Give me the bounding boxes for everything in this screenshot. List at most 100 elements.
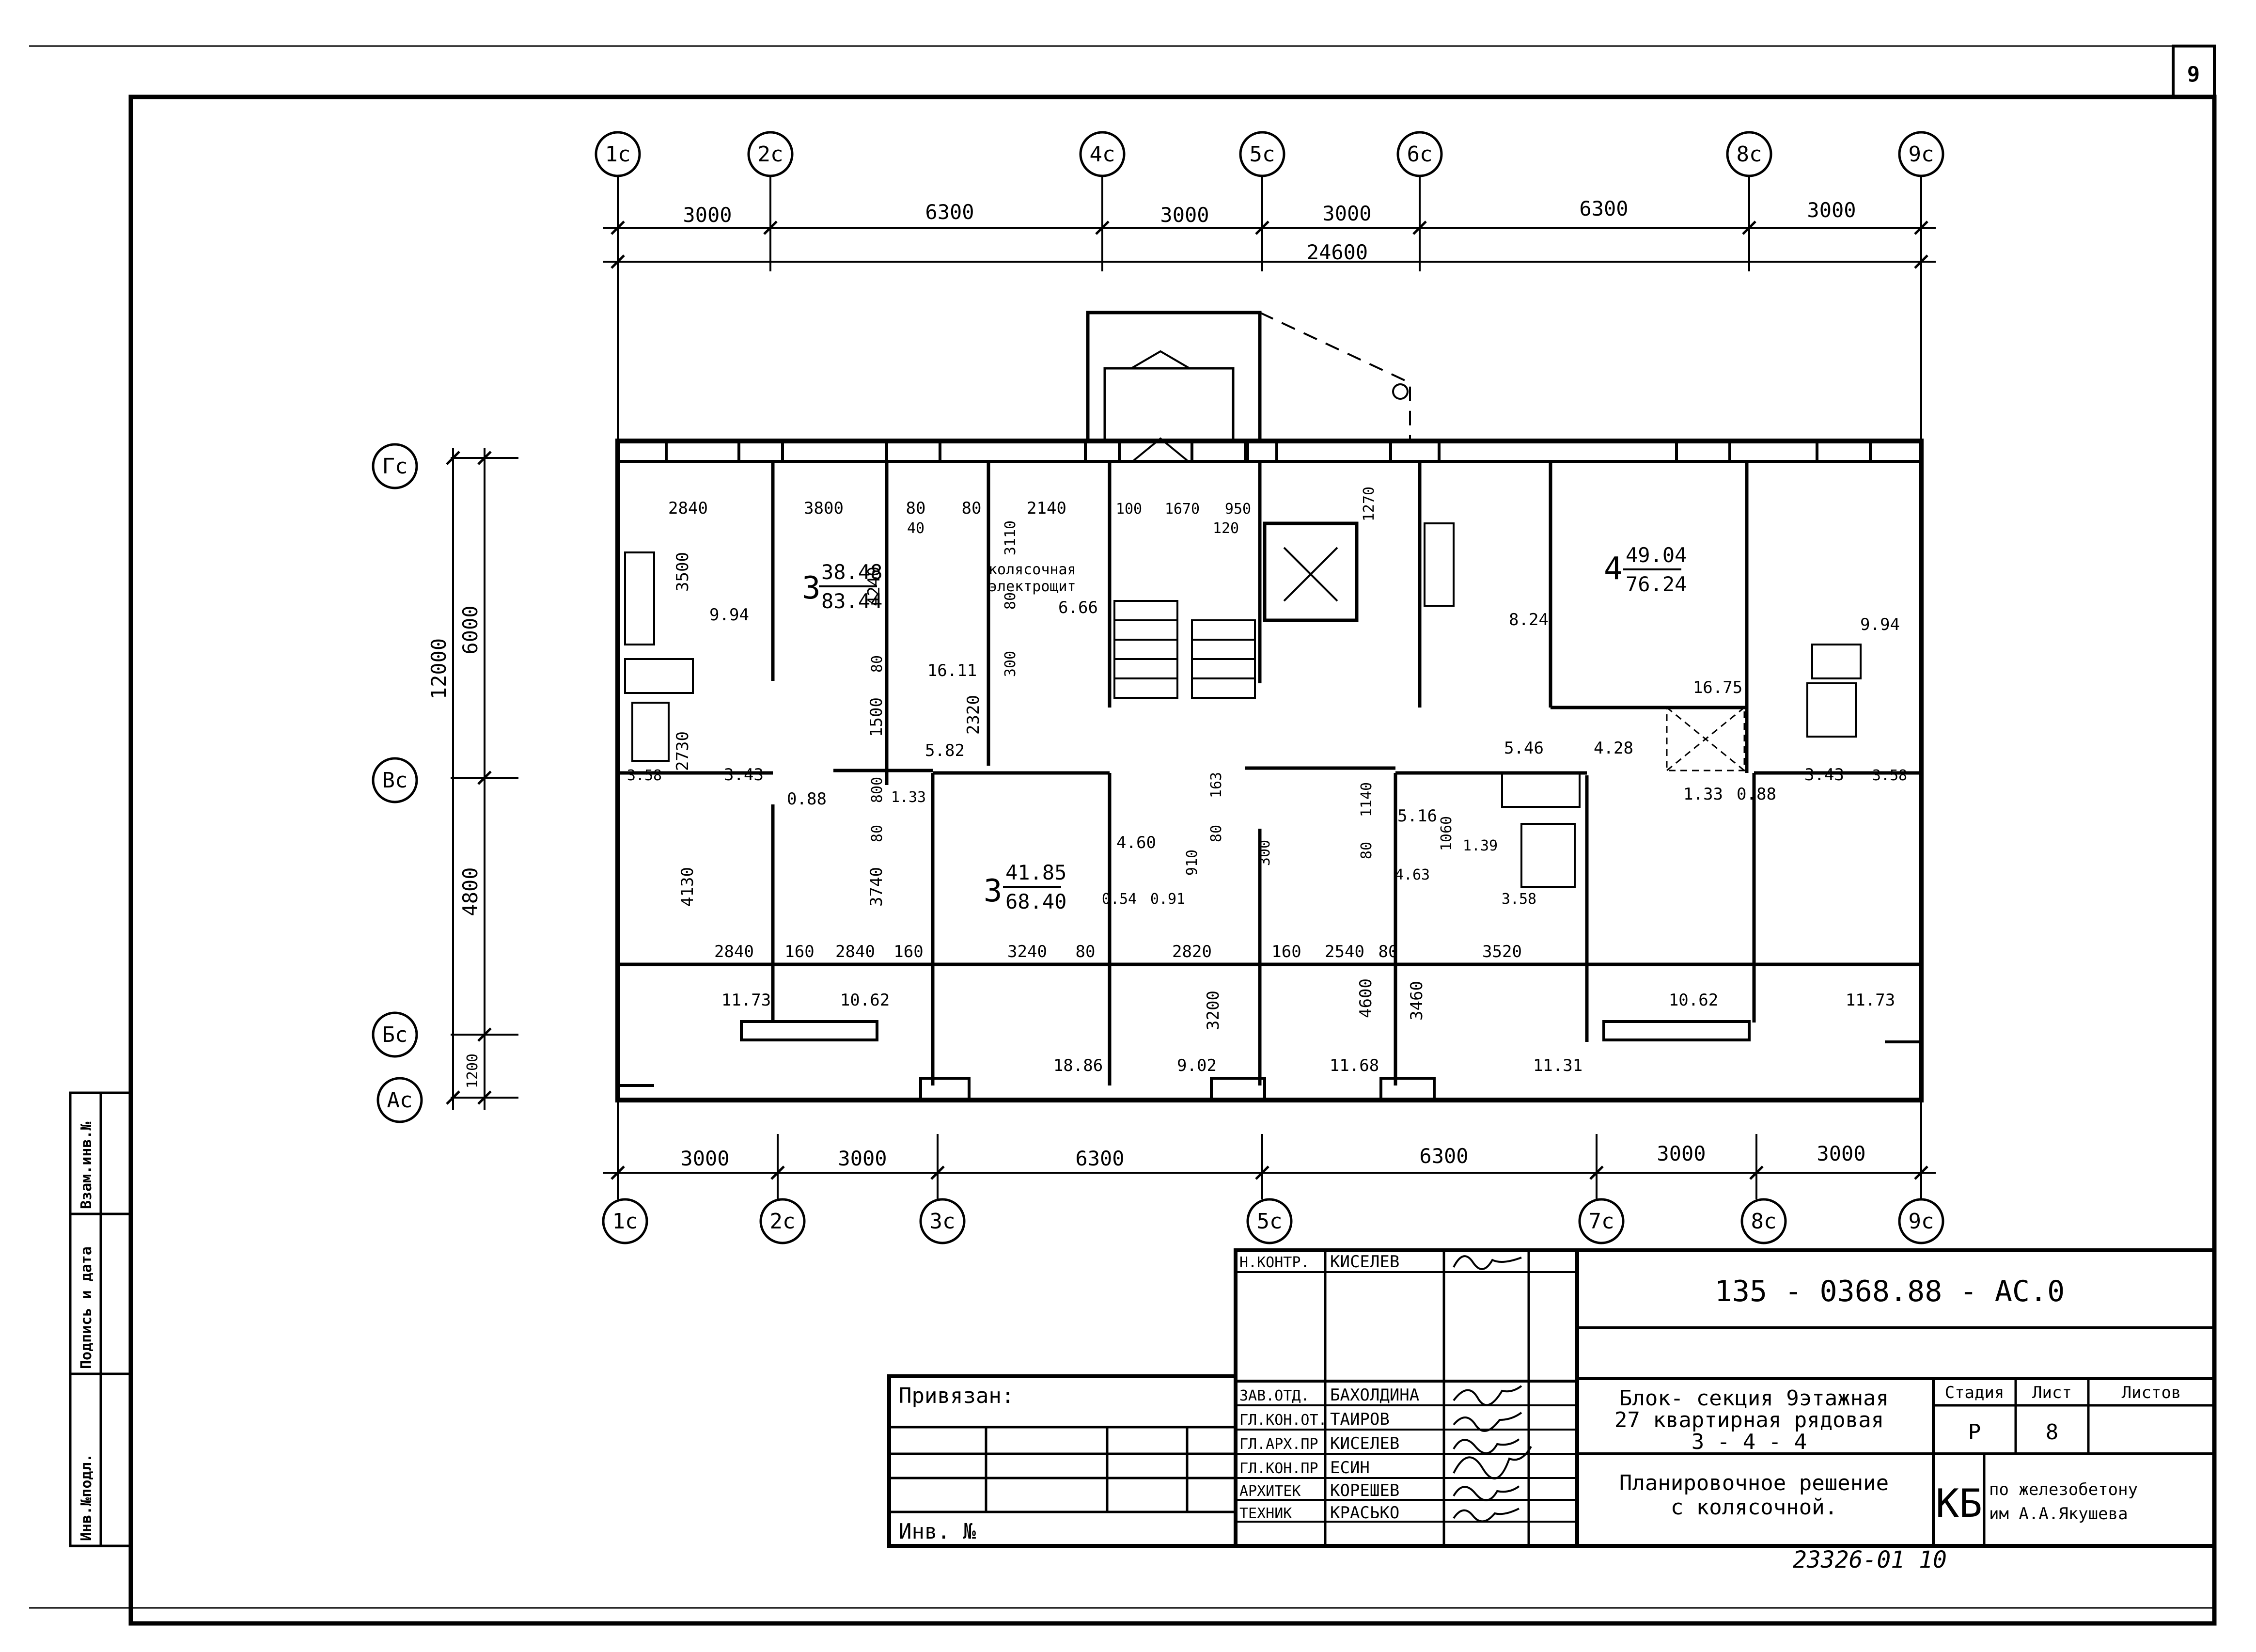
left-axis-markers [372,443,423,1123]
idim-mid-9: 2540 [1325,942,1364,961]
vdim-4: 300 [1256,840,1273,866]
bottom-axis-markers [602,1198,1944,1244]
idim-mid-10: 80 [1379,942,1398,961]
axis-left-4: Ас [387,1088,413,1113]
area-5: 3.58 [627,767,662,784]
vdim-9: 4130 [678,867,697,907]
bound-label: Привязан: [899,1384,1014,1408]
stage-header: Стадия [1945,1383,2005,1402]
axis-top-2: 2c [758,142,783,167]
dim-top-2: 6300 [925,200,974,224]
idim-mid-1: 2840 [714,942,754,961]
area-23: 3.43 [1804,765,1844,785]
stage-value: Р [1968,1420,1981,1445]
idim-mid-2: 160 [784,942,814,961]
dim-left-4800: 4800 [458,867,482,916]
doc-code: 135 - 0368.88 - АС.0 [1715,1274,2065,1308]
vdim-8: 3740 [867,867,886,907]
dim-top-4: 3000 [1322,202,1371,225]
dim-bottom-4: 6300 [1419,1144,1468,1168]
area-6: 3.43 [724,765,764,785]
axis-bottom-4: 5c [1257,1209,1283,1234]
sig-role-7: ТЕХНИК [1239,1505,1292,1522]
area-8: 1.33 [891,789,926,806]
area-24: 3.58 [1872,767,1907,784]
area-4: 5.82 [925,741,965,760]
vdim-3: 2320 [964,695,983,735]
stamp-number: 23326-01 10 [1793,1546,1947,1573]
apt2-living: 41.85 [1005,861,1066,884]
idim-top-11: 1270 [1361,487,1378,521]
floor-plan [615,311,1924,1102]
idim-top-10: 120 [1213,520,1239,537]
area-29: 11.68 [1330,1056,1379,1075]
org-name-2: им А.А.Якушева [1989,1504,2128,1524]
sig-role-2: ЗАВ.ОТД. [1239,1387,1310,1404]
dim-bottom-2: 3000 [838,1147,887,1170]
sig-name-4: КИСЕЛЕВ [1330,1434,1399,1453]
sig-name-6: КОРЕШЕВ [1330,1481,1399,1500]
stroller-room-label: колясочная [988,561,1076,578]
area-16: 8.24 [1509,610,1549,629]
area-2: 16.11 [927,661,977,680]
idim-top-5: 2140 [1027,499,1066,518]
dim-left-1200: 1200 [464,1054,481,1088]
axis-top-3: 4c [1090,142,1115,167]
sig-name-1: КИСЕЛЕВ [1330,1252,1399,1272]
dim-left-6000: 6000 [458,605,482,654]
area-27: 18.86 [1053,1056,1103,1075]
area-21: 1.33 [1683,785,1723,804]
axis-top-6: 8c [1737,142,1762,167]
idim-top-4: 80 [962,499,982,518]
sig-name-3: ТАИРОВ [1330,1410,1390,1429]
dim-top-total: 24600 [1307,240,1368,264]
apt3-rooms: 4 [1604,551,1623,587]
area-25: 11.73 [721,991,771,1010]
sig-role-1: Н.КОНТР. [1239,1254,1310,1271]
apt3-living: 49.04 [1626,543,1687,567]
axis-top-4: 5c [1250,142,1275,167]
area-18: 9.94 [1860,615,1900,634]
area-31: 10.62 [1669,991,1718,1010]
idim-top-16: 80 [1002,592,1019,610]
axis-bottom-2: 2c [770,1209,796,1234]
sig-name-2: БАХОЛДИНА [1330,1385,1419,1405]
area-7: 0.88 [787,789,827,809]
axis-bottom-5: 7c [1589,1209,1614,1234]
apt1-rooms: 3 [802,570,821,606]
area-19: 5.46 [1504,739,1544,758]
vdim-17: 163 [1208,772,1225,798]
area-30: 11.31 [1533,1056,1582,1075]
sig-role-3: ГЛ.КОН.ОТ. [1239,1412,1327,1429]
inv-label: Инв. № [899,1519,976,1544]
area-20: 4.28 [1594,739,1633,758]
sheet-title-1: Планировочное решение [1619,1471,1889,1495]
idim-mid-7: 2820 [1172,942,1212,961]
page-number: 9 [2187,62,2200,87]
idim-top-15: 300 [1002,651,1019,677]
vdim-14: 80 [1358,842,1375,859]
area-17: 16.75 [1693,678,1742,697]
object-title-2: 27 квартирная рядовая [1614,1408,1884,1432]
dim-top-6: 3000 [1807,198,1856,222]
area-1: 9.94 [709,605,749,625]
sheet-header: Лист [2032,1383,2072,1402]
vdim-12: 3460 [1407,981,1426,1021]
apt2-rooms: 3 [984,873,1003,909]
area-9: 4.60 [1116,833,1156,852]
idim-top-6: 100 [1116,501,1142,518]
sheet-value: 8 [2046,1420,2059,1445]
idim-mid-8: 160 [1271,942,1301,961]
area-28: 9.02 [1177,1056,1217,1075]
axis-bottom-6: 8c [1751,1209,1777,1234]
signature-scribbles [1453,1255,1532,1523]
idim-top-13: 3500 [673,552,692,592]
dim-bottom-1: 3000 [680,1147,729,1170]
axis-left-1: Гс [382,454,408,479]
sig-name-5: ЕСИН [1330,1458,1370,1478]
idim-top-3: 80 [906,499,926,518]
idim-mid-3: 2840 [835,942,875,961]
sheet-title-2: с колясочной. [1671,1495,1837,1520]
vdim-15: 910 [1184,850,1201,876]
idim-mid-6: 80 [1076,942,1096,961]
